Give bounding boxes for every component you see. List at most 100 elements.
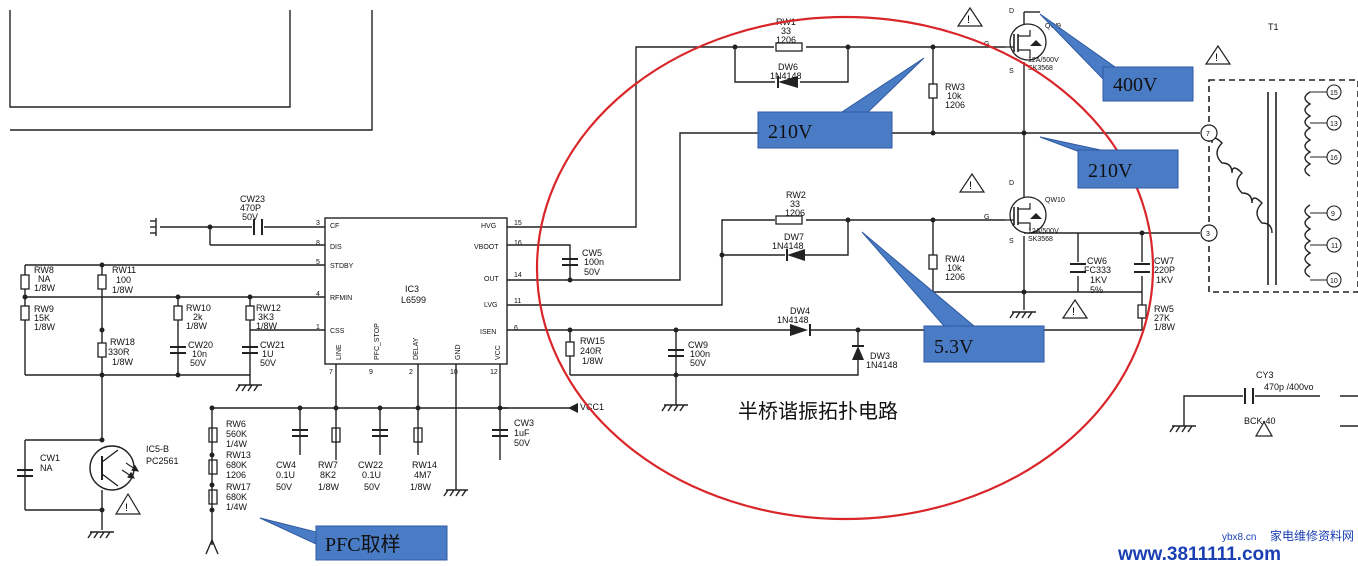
label-cw21: CW21	[260, 340, 285, 350]
pin-name-stdby: STDBY	[330, 263, 354, 270]
mosfet-qw9	[1005, 23, 1047, 61]
label-cw6: CW6	[1087, 256, 1107, 266]
tol-cw6: 5%	[1090, 285, 1103, 295]
label-cy3: CY3	[1256, 370, 1274, 380]
label-cw23: CW23	[240, 194, 265, 204]
t1-pin-11: 11	[1331, 243, 1338, 250]
pin-name-vboot: VBOOT	[474, 244, 499, 251]
value-dw4: 1N4148	[777, 315, 809, 325]
pin-name-line: LINE	[336, 344, 343, 360]
optocoupler-ic5	[89, 445, 139, 491]
svg-text:!: !	[969, 180, 972, 192]
watermark-url[interactable]: www.3811111.com	[1117, 544, 1281, 565]
pin-name-out: OUT	[484, 276, 500, 283]
pin-name-delay: DELAY	[413, 337, 420, 360]
part-qw10: SK3568	[1028, 236, 1053, 243]
value-dw3: 1N4148	[866, 360, 898, 370]
pin-num-15: 15	[514, 220, 522, 227]
pin-num-6: 6	[514, 325, 518, 332]
label-rw13: RW13	[226, 450, 251, 460]
rating-rw14: 1/8W	[410, 482, 432, 492]
warning-icons-right: ! ! ! !	[956, 6, 1274, 437]
rating-cw21: 50V	[260, 358, 276, 368]
t1-pin-9: 9	[1331, 211, 1335, 218]
pin-num-9: 9	[369, 369, 373, 376]
transformer-t1	[1200, 79, 1358, 293]
label-rw12: RW12	[256, 303, 281, 313]
rating-rw7: 1/8W	[318, 482, 340, 492]
pin-name-pfcstop: PFC_STOP	[374, 323, 381, 360]
junction-dots-right	[567, 44, 1145, 378]
diodes-right	[777, 76, 864, 360]
value-cw23: 470P	[240, 203, 261, 213]
pin-name-rfmin: RFMIN	[330, 295, 352, 302]
ic3-l6599: IC3 L6599 CF DIS STDBY RFMIN CSS 3 8 5 4…	[316, 217, 522, 376]
pin-name-hvg: HVG	[481, 223, 496, 230]
rating-cw5: 50V	[584, 267, 600, 277]
rating-cw20: 50V	[190, 358, 206, 368]
watermark-brand: 家电维修资料网	[1270, 528, 1354, 543]
value-rw15: 240R	[580, 346, 602, 356]
value-rw5: 27K	[1154, 313, 1170, 323]
callout-400v: 400V	[1039, 13, 1194, 102]
highlight-ellipse	[535, 15, 1155, 521]
rating-rw6: 1/4W	[226, 439, 248, 449]
warning-icon: !	[114, 492, 142, 515]
junction-dots-left	[22, 224, 253, 513]
t1-pin-15: 15	[1330, 90, 1338, 97]
label-cw4: CW4	[276, 460, 296, 470]
label-ic5: IC5-B	[146, 444, 169, 454]
rating-rw4: 1206	[945, 272, 965, 282]
callout-210v-a-text: 210V	[768, 121, 813, 143]
ground-symbols-right	[661, 311, 1196, 433]
pin-num-16: 16	[514, 240, 522, 247]
junction-dots-bottom	[209, 405, 503, 513]
callout-400v-text: 400V	[1113, 74, 1158, 96]
rating-rw15: 1/8W	[582, 356, 604, 366]
pin-num-14: 14	[514, 272, 522, 279]
label-rw10: RW10	[186, 303, 211, 313]
rating-rw8: 1/8W	[34, 283, 56, 293]
value-rw1: 33	[781, 26, 791, 36]
label-dw4: DW4	[790, 306, 810, 316]
label-bck: BCK-40	[1244, 416, 1276, 426]
value-rw18: 330R	[108, 347, 130, 357]
label-cw5: CW5	[582, 248, 602, 258]
value-rw10: 2k	[193, 312, 203, 322]
value-dw6: 1N4148	[770, 71, 802, 81]
value-rw17: 680K	[226, 492, 247, 502]
t1-pin-3: 3	[1206, 231, 1210, 238]
label-rw14: RW14	[412, 460, 437, 470]
label-rw18: RW18	[110, 337, 135, 347]
t1-pin-7: 7	[1206, 131, 1210, 138]
callout-5v3: 5.3V	[861, 231, 1045, 363]
pin-num-1: 1	[316, 324, 320, 331]
pin-g-q10: G	[984, 214, 989, 221]
value-cw6: FC333	[1084, 265, 1111, 275]
part-qw9: SK3568	[1028, 65, 1053, 72]
value-rw8: NA	[38, 274, 51, 284]
ground-symbol-cw21	[235, 384, 262, 392]
rating-cw4: 50V	[276, 482, 292, 492]
svg-text:!: !	[125, 502, 128, 514]
label-qw10: QW10	[1045, 197, 1065, 204]
value-rw6: 560K	[226, 429, 247, 439]
t1-pin-13: 13	[1330, 121, 1338, 128]
label-rw2: RW2	[786, 190, 806, 200]
svg-text:!: !	[1215, 52, 1218, 64]
rating-rw11: 1/8W	[112, 285, 134, 295]
label-t1: T1	[1268, 22, 1279, 32]
rating-rw18: 1/8W	[112, 357, 134, 367]
rating-rw9: 1/8W	[34, 322, 56, 332]
value-rw2: 33	[790, 199, 800, 209]
capacitors-right	[562, 258, 1150, 357]
bottom-wires	[211, 364, 570, 545]
value-cw1: NA	[40, 463, 53, 473]
value-rw3: 10k	[947, 91, 962, 101]
value-rw4: 10k	[947, 263, 962, 273]
pin-num-7: 7	[329, 369, 333, 376]
t1-pin-10: 10	[1330, 278, 1338, 285]
label-rw15: RW15	[580, 336, 605, 346]
label-cw20: CW20	[188, 340, 213, 350]
rating-rw17: 1/4W	[226, 502, 248, 512]
